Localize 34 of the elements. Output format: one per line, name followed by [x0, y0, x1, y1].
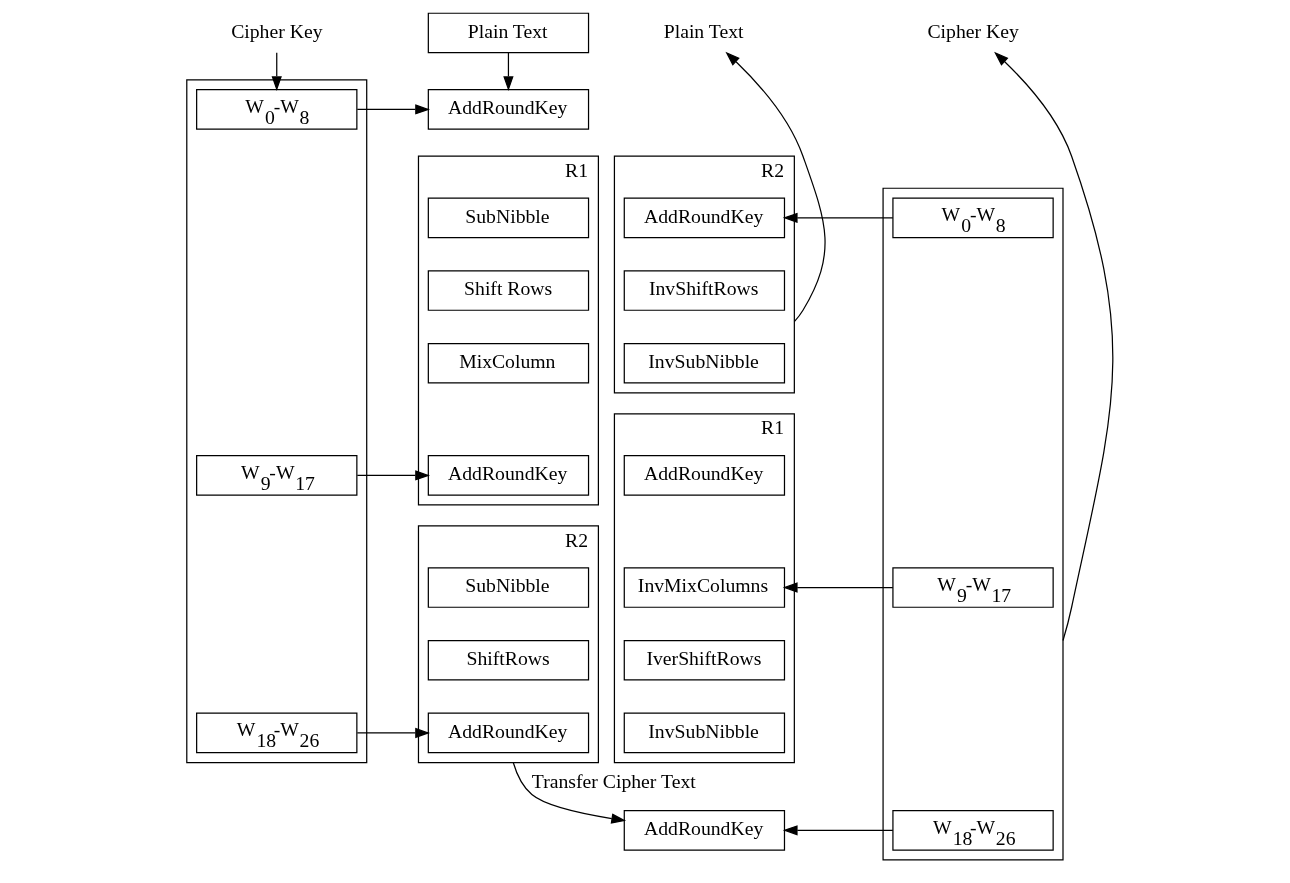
- cluster: [186, 79, 368, 764]
- node-box: ShiftRows: [427, 639, 590, 681]
- node-box: InvSubNibble: [623, 342, 786, 384]
- node-box: AddRoundKey: [623, 809, 786, 851]
- node-box: InvMixColumns: [623, 567, 786, 608]
- arrow: [271, 52, 282, 92]
- node-box: AddRoundKey: [427, 89, 590, 130]
- node-box: IverShiftRows: [623, 639, 786, 681]
- arrow: [503, 52, 514, 92]
- arrow: [782, 825, 894, 836]
- node-box: InvShiftRows: [623, 270, 786, 311]
- arrow: [782, 582, 894, 593]
- arrow: [356, 727, 430, 739]
- edge-label: Transfer Cipher Text: [531, 770, 696, 793]
- node-box: AddRoundKey: [623, 455, 786, 496]
- node-text: Cipher Key: [231, 19, 323, 42]
- node-text: Cipher Key: [927, 19, 1019, 42]
- node-box: SubNibble: [427, 567, 590, 608]
- arrow: [725, 51, 826, 323]
- node-box: AddRoundKey: [427, 455, 590, 496]
- arrow: [994, 51, 1114, 642]
- node-box: Shift Rows: [427, 270, 590, 311]
- node-box: AddRoundKey: [623, 197, 786, 239]
- node-box: AddRoundKey: [427, 712, 590, 754]
- node-box: InvSubNibble: [623, 712, 786, 754]
- arrow: [512, 761, 627, 824]
- arrow: [356, 104, 430, 115]
- node-box: Plain Text: [427, 12, 590, 54]
- arrow: [782, 212, 894, 223]
- arrow: [356, 470, 430, 481]
- node-box: MixColumn: [427, 342, 590, 384]
- cluster: [882, 187, 1064, 861]
- node-box: SubNibble: [427, 197, 590, 239]
- node-text: Plain Text: [663, 19, 744, 42]
